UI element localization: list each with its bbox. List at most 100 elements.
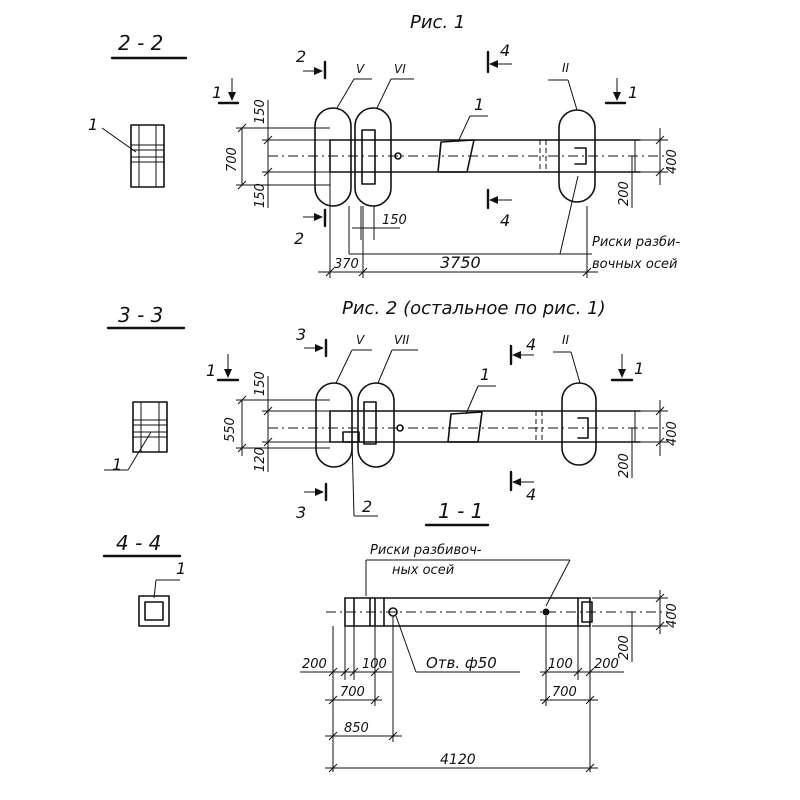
- figure-2-title: Рис. 2 (остальное по рис. 1): [342, 298, 606, 319]
- sec11-dim-400: 400: [665, 603, 680, 628]
- fig2-cut-4-top-label: 4: [526, 335, 536, 354]
- fig2-beam-section-cut: [447, 411, 483, 443]
- fig2-cut-3-bottom-label: 3: [296, 503, 306, 522]
- fig1-callout-1: 1: [474, 95, 484, 114]
- fig2-cut-4-bottom-arrowhead: [512, 478, 521, 486]
- fig1-dim-150-top: 150: [253, 99, 268, 124]
- fig1-cut-4-top-label: 4: [500, 41, 510, 60]
- sec11-dim-100-right: 100: [548, 657, 573, 672]
- sec11-dim-tick: [370, 695, 380, 705]
- sec11-dim-tick: [328, 667, 338, 677]
- fig1-hole: [394, 152, 402, 160]
- fig2-dim-tick: [263, 437, 273, 447]
- fig1-dim-700: 700: [225, 147, 240, 172]
- fig2-callout-oval-vii: [357, 382, 395, 468]
- sec11-dim-tick: [585, 695, 595, 705]
- fig1-dim-150-bottom: 150: [253, 183, 268, 208]
- fig2-cut-4-bottom-label: 4: [526, 485, 536, 504]
- fig1-note-leader: [559, 175, 579, 255]
- fig1-dim-tick: [582, 267, 592, 277]
- fig1-plate: [361, 129, 376, 185]
- sec11-dim-700-right: 700: [552, 685, 577, 700]
- fig1-dim-tick: [358, 267, 368, 277]
- sec11-dim-4120: 4120: [440, 752, 476, 768]
- fig2-callout-1: 1: [480, 365, 490, 384]
- fig1-cut-4-bottom-label: 4: [500, 211, 510, 230]
- section-3-3-title: 3 - 3: [118, 303, 163, 327]
- fig2-dim-tick: [655, 406, 665, 416]
- fig2-dim-tick: [237, 443, 247, 453]
- section-3-3-leader: [127, 431, 152, 471]
- fig2-callout-2: 2: [362, 497, 372, 516]
- fig2-cut-1-right-arrowhead: [618, 369, 626, 378]
- sec11-dim-200-right-bottom: 200: [594, 657, 619, 672]
- sec11-note-leader: [545, 559, 571, 607]
- figure-2: Рис. 2 (остальное по рис. 1) V VII II 1 …: [206, 298, 680, 522]
- fig2-dim-tick: [237, 395, 247, 405]
- fig1-dim-tick: [237, 180, 247, 190]
- sec11-dim-100-left: 100: [362, 657, 387, 672]
- fig2-cut-3-top-arrowhead: [315, 344, 324, 352]
- section-4-4: 4 - 4 1: [102, 531, 186, 627]
- section-4-4-title: 4 - 4: [116, 531, 161, 555]
- sec11-dim-tick: [328, 763, 338, 773]
- fig1-cut-2-bottom-arrowhead: [314, 213, 323, 221]
- fig2-leader-1: [465, 385, 479, 415]
- fig1-dim-tick: [263, 167, 273, 177]
- fig2-cut-1-left-label: 1: [206, 361, 216, 380]
- sec11-dim-tick: [573, 667, 583, 677]
- fig2-end-bracket: [577, 417, 589, 439]
- fig1-note-line1: Риски разби-: [592, 235, 680, 250]
- fig1-end-bracket: [574, 147, 587, 165]
- fig2-cut-3-top-label: 3: [296, 325, 306, 344]
- sec11-dim-200-left: 200: [302, 657, 327, 672]
- fig1-callout-vi: VI: [394, 62, 406, 76]
- sec11-end-bracket: [581, 601, 593, 623]
- fig2-cut-1-left-arrowhead: [224, 369, 232, 378]
- section-3-3: 3 - 3 1: [104, 303, 186, 474]
- sec11-dim-tick: [328, 731, 338, 741]
- sec11-note-line2: ных осей: [392, 563, 454, 578]
- sec11-dim-tick: [585, 667, 595, 677]
- fig2-callout-oval-v: [315, 382, 353, 468]
- sec11-dim-tick: [655, 593, 665, 603]
- section-3-3-callout: 1: [112, 455, 122, 474]
- sec11-dim-tick: [541, 695, 551, 705]
- fig2-callout-oval-ii: [561, 382, 597, 466]
- fig2-callout-v: V: [356, 333, 365, 347]
- fig2-dim-tick: [263, 406, 273, 416]
- fig2-dim-150: 150: [253, 371, 268, 396]
- fig1-dim-tick: [263, 135, 273, 145]
- section-2-2-title: 2 - 2: [118, 31, 163, 55]
- fig1-cut-4-top-arrowhead: [489, 60, 498, 68]
- fig2-leader-ii: [570, 351, 581, 384]
- section-2-2-callout: 1: [88, 115, 98, 134]
- fig1-cut-1-left-arrowhead: [228, 92, 236, 101]
- fig1-dim-370: 370: [334, 257, 359, 272]
- fig1-beam-section-cut: [437, 139, 475, 173]
- fig1-dim-tick: [325, 267, 335, 277]
- sec11-dim-tick: [388, 731, 398, 741]
- fig1-dim-tick: [655, 135, 665, 145]
- section-2-2-profile: [130, 124, 165, 188]
- section-4-4-inner-profile: [144, 601, 164, 621]
- sec11-dim-tick: [655, 621, 665, 631]
- fig1-leader-v: [336, 78, 355, 109]
- fig2-cut-1-right-label: 1: [634, 359, 644, 378]
- figure-1: Рис. 1 V VI II 1: [212, 12, 680, 278]
- section-4-4-callout: 1: [176, 559, 186, 578]
- section-2-2: 2 - 2 1: [88, 31, 188, 188]
- sec11-hole-right: [542, 608, 550, 616]
- sec11-dim-850: 850: [344, 721, 369, 736]
- fig1-leader-vi: [376, 78, 392, 109]
- fig1-cut-2-top-label: 2: [296, 47, 306, 66]
- fig2-leader-vii: [377, 349, 393, 384]
- fig1-cut-1-right-arrowhead: [613, 92, 621, 101]
- section-4-4-leader: [153, 579, 157, 599]
- fig2-dim-tick: [655, 437, 665, 447]
- fig1-callout-ii: II: [562, 61, 570, 75]
- fig1-callout-v: V: [356, 62, 365, 76]
- fig2-leader-v: [335, 349, 353, 384]
- sec11-dim-tick: [541, 667, 551, 677]
